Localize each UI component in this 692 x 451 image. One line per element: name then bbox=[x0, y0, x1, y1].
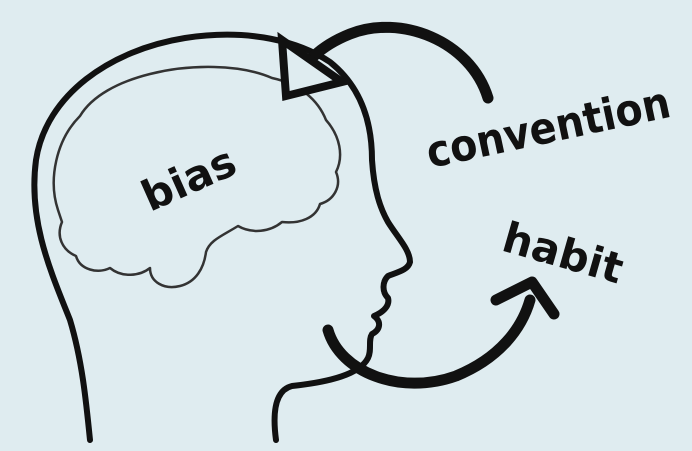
head-silhouette-icon bbox=[31, 31, 413, 443]
habit-arrow-head bbox=[490, 276, 560, 320]
label-convention: convention bbox=[422, 77, 675, 178]
brain-icon bbox=[52, 65, 342, 289]
label-habit: habit bbox=[497, 213, 629, 294]
convention-arrow-head bbox=[277, 31, 352, 102]
habit-arrow-curve bbox=[322, 294, 536, 389]
label-bias: bias bbox=[134, 137, 243, 222]
